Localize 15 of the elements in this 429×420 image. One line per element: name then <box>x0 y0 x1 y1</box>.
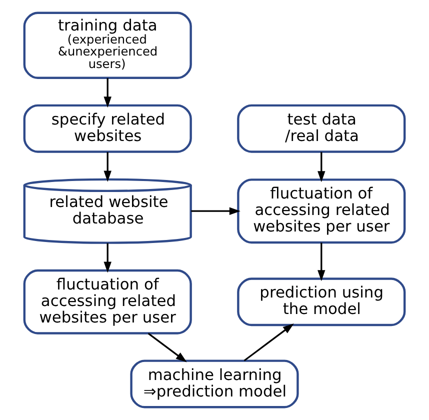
node-box: prediction using the model <box>237 278 406 326</box>
node-box: fluctuation of accessing related websites per user <box>23 269 192 334</box>
arrow <box>104 243 112 273</box>
arrow <box>318 242 326 282</box>
node-box: specify related websites <box>23 104 192 153</box>
arrow <box>318 152 326 182</box>
arrow <box>104 78 112 108</box>
node-box: fluctuation of accessing related websites per user <box>237 178 406 244</box>
node-box: test data /real data <box>237 104 406 153</box>
arrow <box>148 332 187 362</box>
node-box: machine learning ⇒prediction model <box>130 360 299 408</box>
arrow <box>104 152 112 182</box>
node-box: training data (experienced &unexperienced users) <box>23 12 192 79</box>
arrow <box>191 207 240 215</box>
arrow <box>244 324 294 362</box>
